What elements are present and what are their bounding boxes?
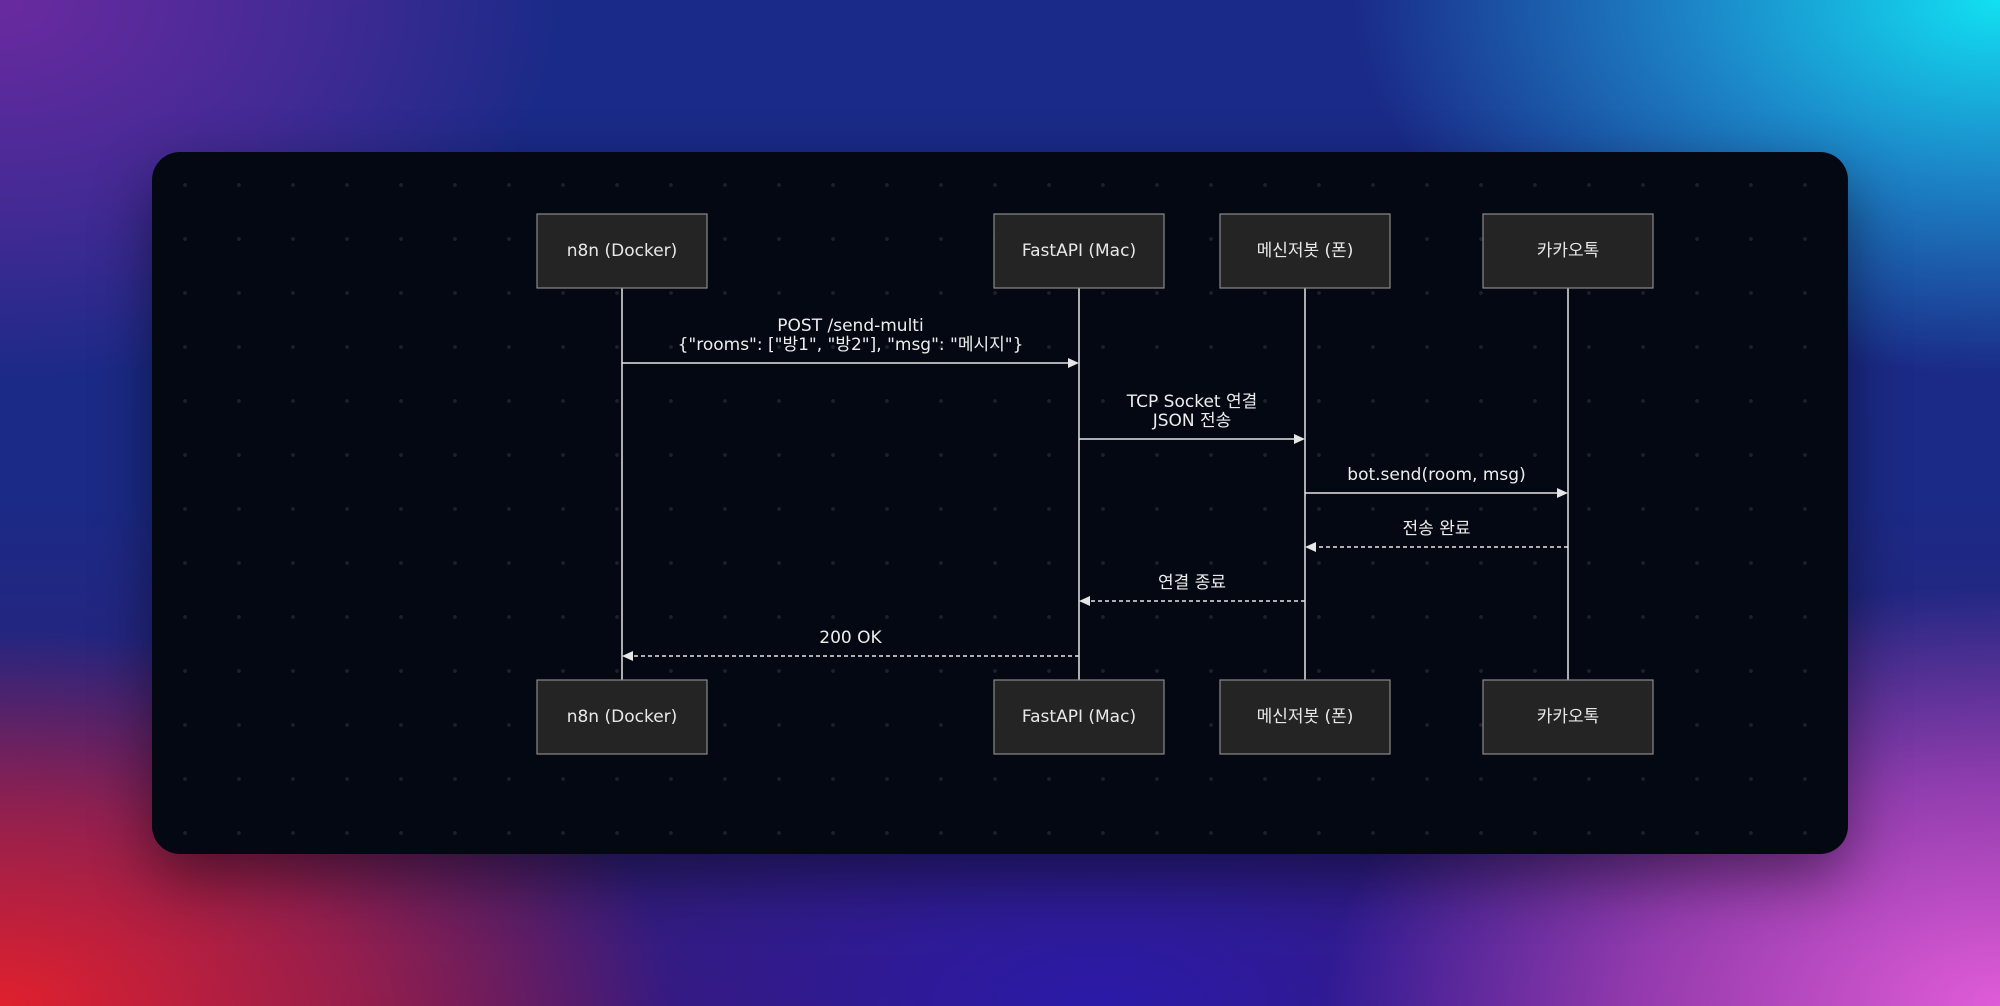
arrowhead-icon <box>1305 542 1316 552</box>
arrowhead-icon <box>622 651 633 661</box>
actor-fastapi-bottom: FastAPI (Mac) <box>993 679 1165 755</box>
arrowhead-icon <box>1068 358 1079 368</box>
message-label: 연결 종료 <box>1158 573 1226 593</box>
message-6: 200 OK <box>622 628 1079 661</box>
actor-kakaotalk-bottom: 카카오톡 <box>1482 679 1654 755</box>
actor-label: 카카오톡 <box>1537 241 1600 261</box>
message-label: POST /send-multi <box>777 316 923 336</box>
actor-label: 카카오톡 <box>1537 707 1600 727</box>
actor-label: n8n (Docker) <box>567 241 678 261</box>
actor-box <box>1219 679 1391 755</box>
message-4: 전송 완료 <box>1305 519 1568 552</box>
message-3: bot.send(room, msg) <box>1305 465 1568 498</box>
message-label: 전송 완료 <box>1403 519 1471 539</box>
arrowhead-icon <box>1079 596 1090 606</box>
actor-messengerbot-top: 메신저봇 (폰) <box>1219 213 1391 289</box>
actor-messengerbot-bottom: 메신저봇 (폰) <box>1219 679 1391 755</box>
actor-box <box>1219 213 1391 289</box>
actor-n8n-top: n8n (Docker) <box>536 213 708 289</box>
actor-label: FastAPI (Mac) <box>1022 241 1136 261</box>
actor-box <box>536 213 708 289</box>
actor-box <box>536 679 708 755</box>
actor-label: 메신저봇 (폰) <box>1257 241 1354 261</box>
actor-box <box>993 213 1165 289</box>
message-1: POST /send-multi{"rooms": ["방1", "방2"], … <box>622 316 1079 368</box>
actor-kakaotalk-top: 카카오톡 <box>1482 213 1654 289</box>
actor-n8n-bottom: n8n (Docker) <box>536 679 708 755</box>
actor-fastapi-top: FastAPI (Mac) <box>993 213 1165 289</box>
actor-box <box>1482 213 1654 289</box>
diagram-card: POST /send-multi{"rooms": ["방1", "방2"], … <box>152 152 1848 854</box>
arrowhead-icon <box>1557 488 1568 498</box>
actor-box <box>1482 679 1654 755</box>
message-label: 200 OK <box>819 628 882 648</box>
message-label: bot.send(room, msg) <box>1347 465 1525 485</box>
arrowhead-icon <box>1294 434 1305 444</box>
actor-label: 메신저봇 (폰) <box>1257 707 1354 727</box>
sequence-diagram: POST /send-multi{"rooms": ["방1", "방2"], … <box>536 213 1654 755</box>
actor-label: FastAPI (Mac) <box>1022 707 1136 727</box>
actor-box <box>993 679 1165 755</box>
message-label: JSON 전송 <box>1152 411 1232 431</box>
message-label: TCP Socket 연결 <box>1126 392 1258 412</box>
message-label: {"rooms": ["방1", "방2"], "msg": "메시지"} <box>678 335 1024 355</box>
message-5: 연결 종료 <box>1079 573 1305 606</box>
actor-label: n8n (Docker) <box>567 707 678 727</box>
